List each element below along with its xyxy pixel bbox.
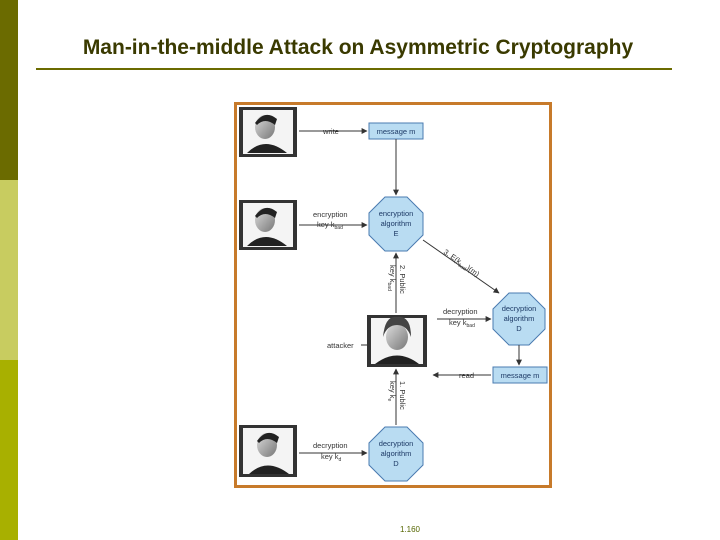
message-top-label: message m [377, 127, 416, 136]
encryption-key-line2: key kbad [317, 220, 343, 231]
side-accent-top [0, 0, 18, 180]
message-box-bottom [492, 366, 548, 384]
ciphertext-arrow [422, 239, 500, 294]
svg-text:1. Public: 1. Public [398, 381, 407, 410]
encryption-key-line1: encryption [313, 210, 348, 219]
receiver-decryption-node [368, 426, 424, 482]
attacker-decryption-key-line1: decryption [443, 307, 478, 316]
svg-text:3. E(kbad)(m): 3. E(kbad)(m) [441, 247, 482, 280]
sender-portrait-encrypt [239, 200, 297, 250]
encryption-box-line1: encryption [379, 209, 414, 218]
sender-portrait-write [239, 107, 297, 157]
page-number: 1.160 [399, 525, 421, 534]
attacker-decryption-line2: algorithm [504, 314, 535, 323]
attacker-decryption-line1: decryption [502, 304, 537, 313]
receiver-decryption-line1: decryption [379, 439, 414, 448]
read-label: read [459, 371, 474, 380]
svg-text:2. Public: 2. Public [398, 265, 407, 294]
receiver-decryption-key-line2: key kd [321, 452, 342, 463]
attacker-decryption-node [492, 292, 546, 346]
encryption-box-line2: algorithm [381, 219, 412, 228]
write-label: write [322, 127, 339, 136]
svg-text:key kbad: key kbad [386, 265, 397, 291]
attacker-decryption-line3: D [516, 324, 522, 333]
encryption-algorithm-node [368, 196, 424, 252]
receiver-decryption-key-line1: decryption [313, 441, 348, 450]
attacker-label: attacker [327, 341, 354, 350]
receiver-decryption-line3: D [393, 459, 399, 468]
attacker-decryption-key-line2: key kbad [449, 318, 475, 329]
public-key-2-label: 2. Public key kbad [386, 265, 407, 294]
receiver-decryption-line2: algorithm [381, 449, 412, 458]
public-key-1-label: 1. Public key ke [386, 381, 407, 410]
svg-text:key ke: key ke [386, 381, 397, 402]
side-accent-bottom [0, 360, 18, 540]
ciphertext-label: 3. E(kbad)(m) [441, 247, 482, 280]
title-underline [36, 68, 672, 70]
encryption-box-line3: E [393, 229, 398, 238]
message-bottom-label: message m [501, 371, 540, 380]
side-accent-middle [0, 180, 18, 360]
mitm-diagram: message m write encryption algorithm E e… [234, 102, 552, 488]
receiver-portrait [239, 425, 297, 477]
slide-title: Man-in-the-middle Attack on Asymmetric C… [82, 36, 634, 59]
attacker-portrait [367, 315, 427, 367]
